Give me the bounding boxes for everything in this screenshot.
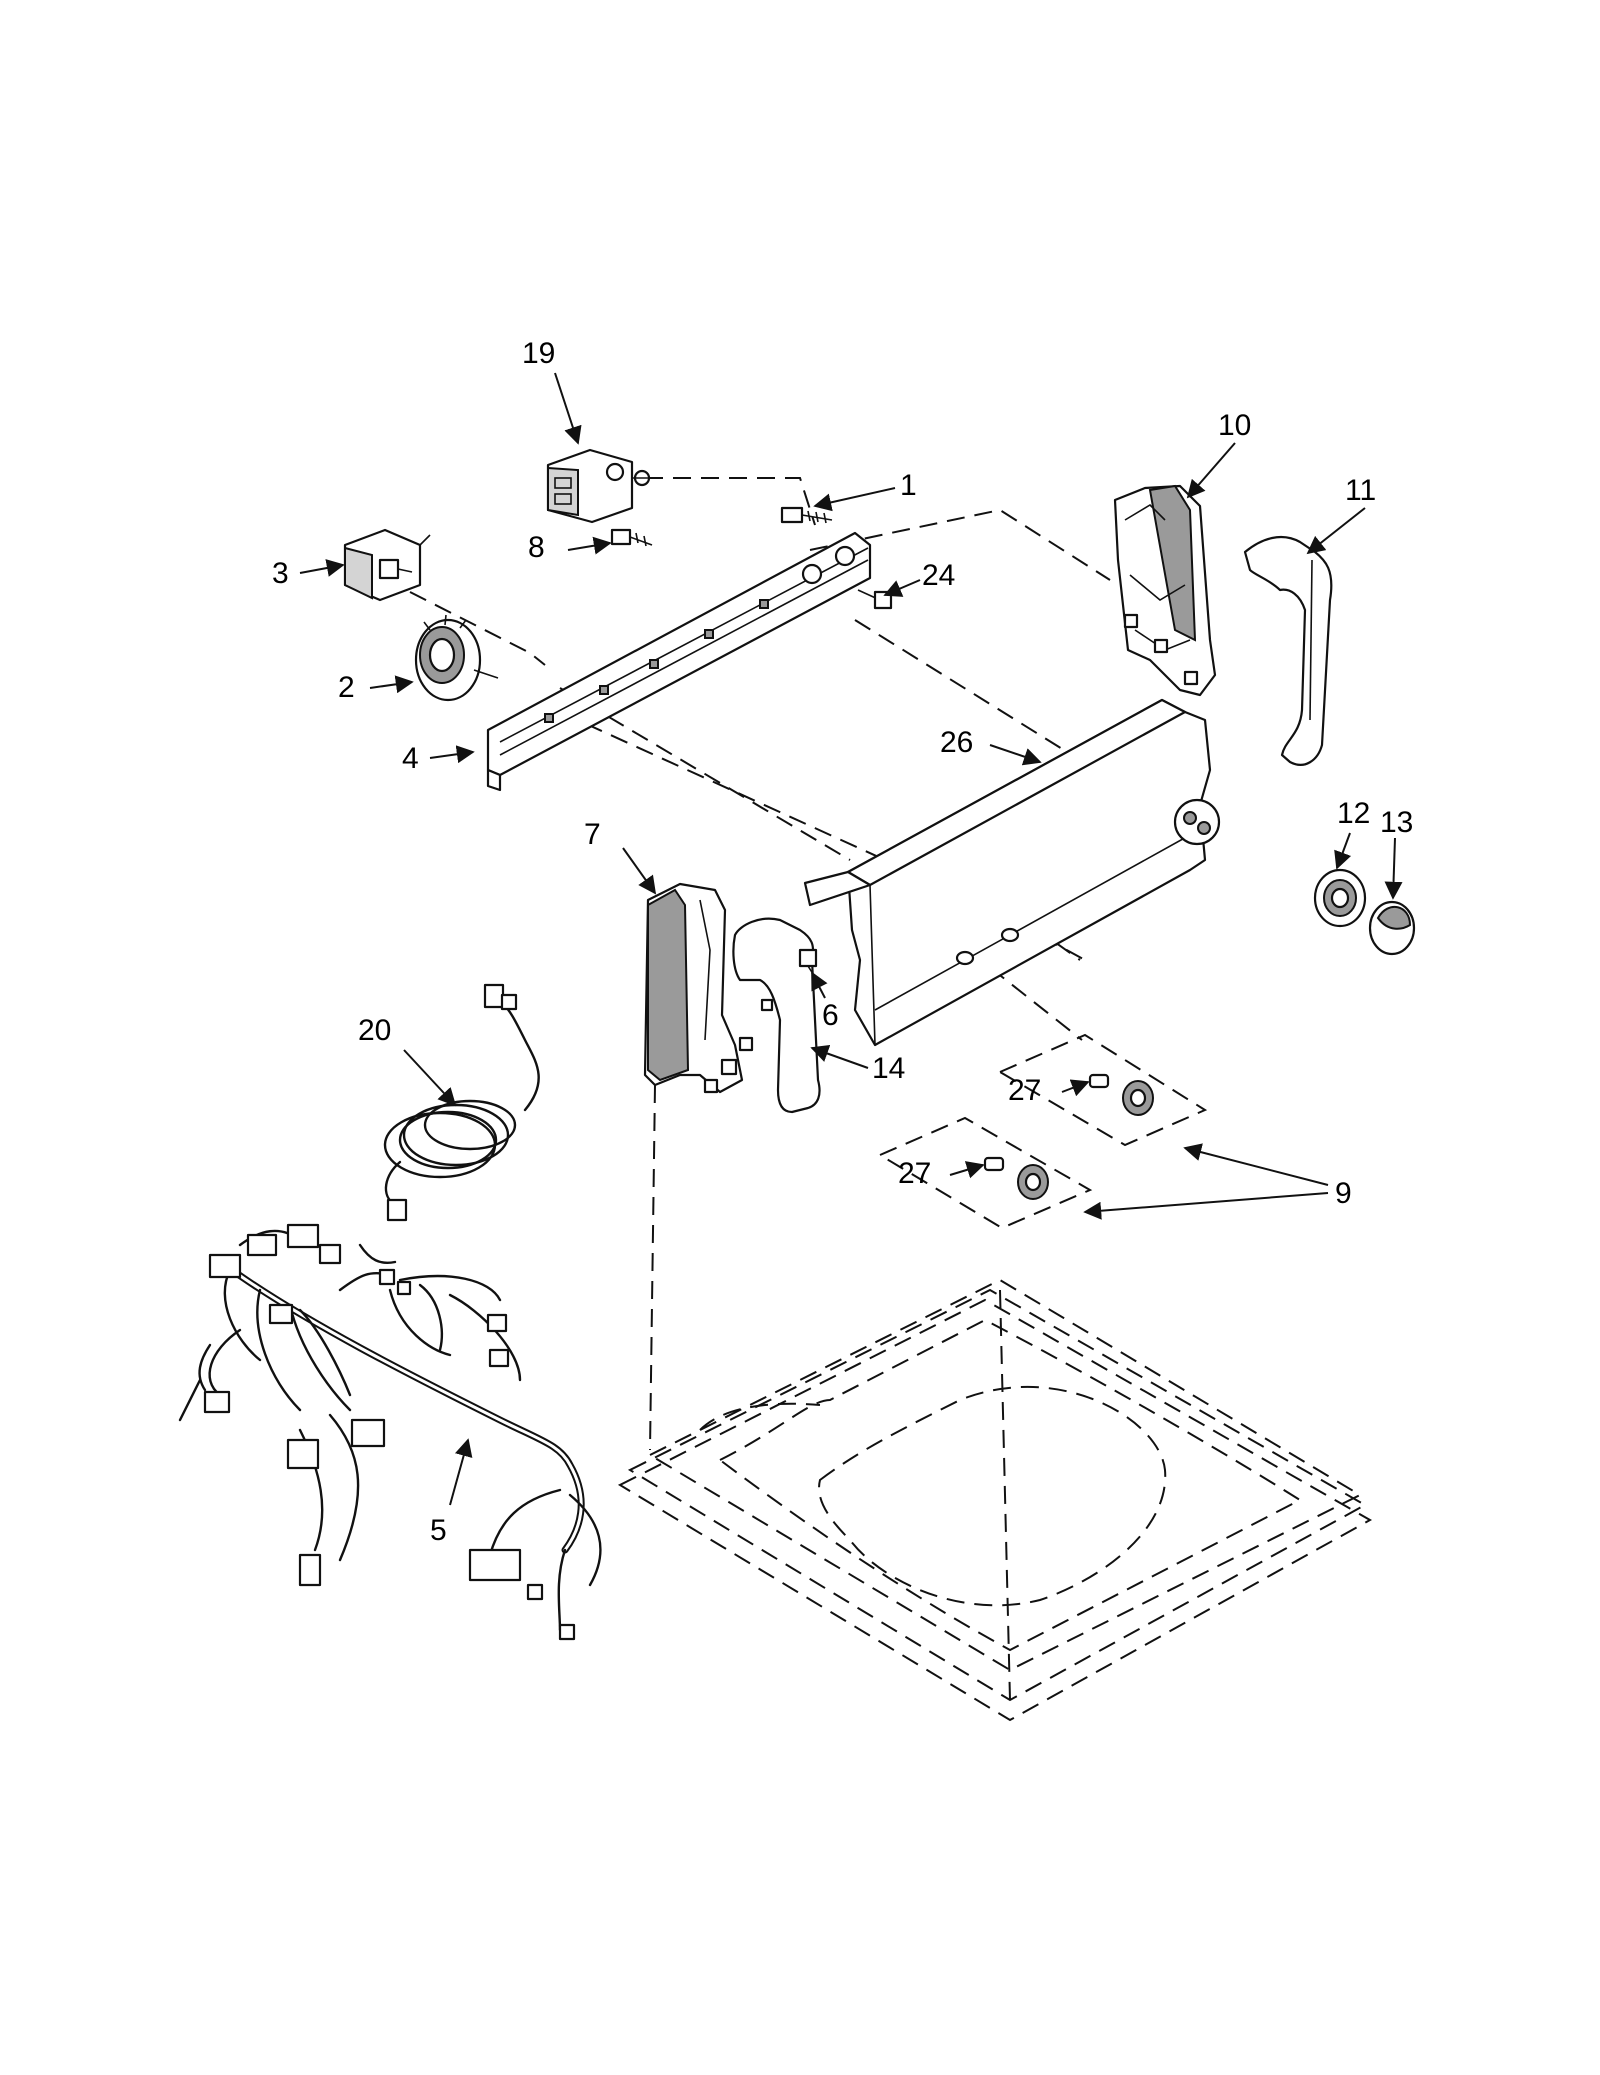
callout-2: 2 [338, 671, 355, 704]
callout-13: 13 [1380, 806, 1413, 839]
washer-top-outline [617, 1278, 1373, 1722]
callout-10: 10 [1218, 409, 1251, 442]
part-4-control-bracket [486, 531, 872, 792]
part-12-bezel [1313, 868, 1367, 928]
part-5-wire-harness [178, 1223, 602, 1641]
part-3-rotary-switch [343, 528, 431, 602]
part-9-button-kit [877, 1033, 1208, 1230]
part-14-end-cap [732, 917, 821, 1114]
callout-26: 26 [940, 726, 973, 759]
callout-leaders [299, 372, 1403, 1506]
part-26-console-body [803, 698, 1221, 1047]
callout-12: 12 [1337, 797, 1370, 830]
part-11-end-cap [1243, 535, 1333, 766]
callout-27-lower: 27 [898, 1157, 931, 1190]
callout-11: 11 [1345, 474, 1376, 507]
callout-27-upper: 27 [1008, 1074, 1041, 1107]
part-8-screw [610, 528, 653, 547]
callout-24: 24 [922, 559, 955, 592]
callout-8: 8 [528, 531, 545, 564]
callout-9: 9 [1335, 1177, 1352, 1210]
callout-14: 14 [872, 1052, 905, 1085]
callout-7: 7 [584, 818, 601, 851]
part-24-screw [857, 589, 893, 610]
part-27-button-lower [983, 1156, 1049, 1200]
callout-6: 6 [822, 999, 839, 1032]
callout-20: 20 [358, 1014, 391, 1047]
part-13-knob [1368, 900, 1416, 956]
part-7-end-bracket [643, 882, 754, 1094]
callout-1: 1 [900, 469, 917, 502]
part-2-timer [414, 614, 499, 702]
part-20-power-cord [383, 983, 540, 1222]
part-10-end-bracket [1113, 484, 1217, 697]
part-27-button-upper [1088, 1073, 1154, 1116]
callout-19: 19 [522, 337, 555, 370]
callout-labels: 19 1 8 3 24 2 4 10 11 26 7 12 13 6 14 20… [272, 337, 1413, 1547]
part-1-screw [780, 506, 833, 524]
part-19-switch-module [546, 448, 651, 524]
callout-4: 4 [402, 742, 419, 775]
callout-3: 3 [272, 557, 289, 590]
callout-5: 5 [430, 1514, 447, 1547]
